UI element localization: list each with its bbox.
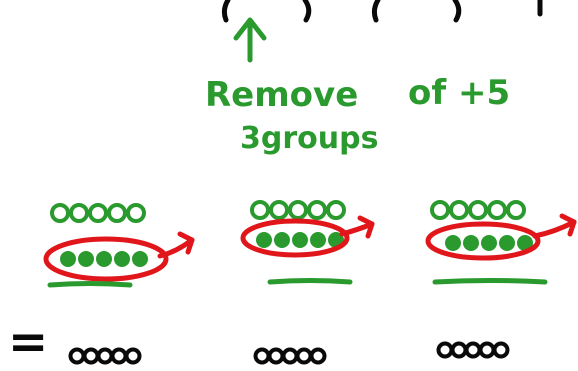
hollow-circle [430,200,450,220]
result-circle [253,347,271,365]
hollow-circle [50,203,70,223]
result-circle [436,341,454,359]
arrowhead-icon [357,215,375,239]
removal-oval [43,236,169,282]
hollow-circle [288,200,308,220]
result-circle [110,347,128,365]
filled-circle [60,251,76,267]
hollow-circle [269,200,289,220]
result-circle [309,347,327,365]
filled-circle [78,251,94,267]
filled-circle [445,235,461,251]
filled-circle [292,232,308,248]
group-3 [425,200,577,359]
group-2 [240,200,375,365]
annotation-line1-right: of +5 [408,73,510,113]
result-circle [96,347,114,365]
hollow-circle [506,200,526,220]
filled-circle [96,251,112,267]
result-circle [464,341,482,359]
hollow-circle [250,200,270,220]
annotation-line1-left: Remove [205,75,358,115]
hollow-circle [69,203,89,223]
filled-circle [274,232,290,248]
result-circle [82,347,100,365]
hollow-circle [307,200,327,220]
filled-circle [114,251,130,267]
group-underline [47,281,133,288]
up-arrow-icon [233,17,267,63]
result-circle [68,347,86,365]
equals-sign: = [8,314,48,370]
parentheses-fragment [221,0,543,23]
result-circle [267,347,285,365]
hollow-circle [449,200,469,220]
filled-circle [463,235,479,251]
hollow-circle [126,203,146,223]
filled-circle [481,235,497,251]
removal-arrow-icon [532,219,577,239]
arrowhead-icon [559,213,577,237]
hollow-circle [326,200,346,220]
arrowhead-icon [177,231,195,255]
hollow-circle [88,203,108,223]
result-circle [295,347,313,365]
removal-oval [425,221,541,261]
groups-layer [43,200,577,365]
filled-circle [499,235,515,251]
hollow-circle [107,203,127,223]
group-1 [43,203,195,365]
removal-oval [240,218,350,258]
filled-circle [132,251,148,267]
result-circle [281,347,299,365]
hollow-circle [468,200,488,220]
group-underline [432,278,548,285]
result-circle [450,341,468,359]
result-circle [124,347,142,365]
result-circle [478,341,496,359]
hollow-circle [487,200,507,220]
result-circle [492,341,510,359]
filled-circle [256,232,272,248]
annotation-line2: 3groups [240,121,378,156]
filled-circle [310,232,326,248]
group-underline [267,278,353,285]
